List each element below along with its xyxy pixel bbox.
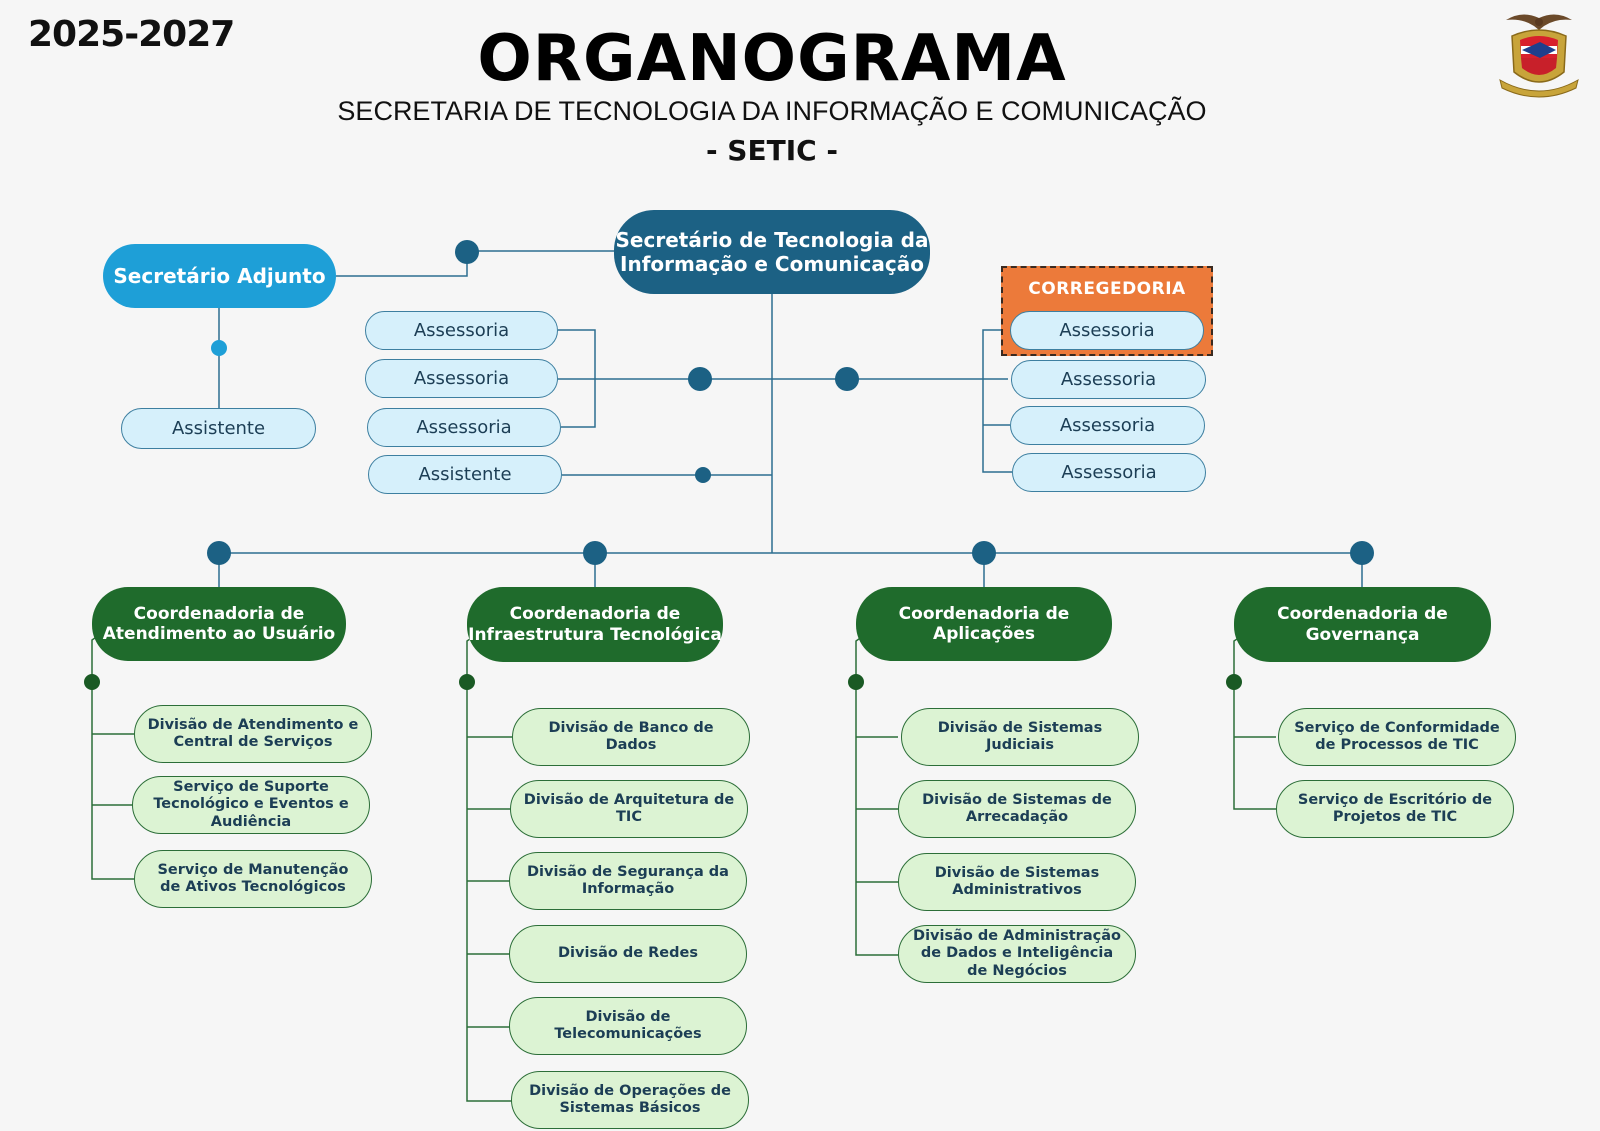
- assessoria-node: Assessoria: [1011, 360, 1206, 399]
- years-label: 2025-2027: [28, 14, 235, 55]
- assistente-node: Assistente: [368, 455, 562, 494]
- connector-dot: [688, 367, 712, 391]
- connector-dot: [1226, 674, 1242, 690]
- division-node: Serviço de Conformidade de Processos de …: [1278, 708, 1516, 766]
- coordenadoria-atendimento-node: Coordenadoria de Atendimento ao Usuário: [92, 587, 346, 661]
- assessoria-node: Assessoria: [367, 408, 561, 447]
- division-node: Divisão de Redes: [509, 925, 747, 983]
- connector-dot: [695, 467, 711, 483]
- division-node: Serviço de Escritório de Projetos de TIC: [1276, 780, 1514, 838]
- acronym: - SETIC -: [705, 134, 839, 167]
- division-node: Serviço de Manutenção de Ativos Tecnológ…: [134, 850, 372, 908]
- division-node: Divisão de Telecomunicações: [509, 997, 747, 1055]
- coat-of-arms-icon: [1499, 14, 1579, 98]
- assessoria-node: Assessoria: [365, 359, 558, 398]
- adjunto-assistente-node: Assistente: [121, 408, 316, 449]
- connector-dot: [972, 541, 996, 565]
- corregedoria-assessoria-node: Assessoria: [1010, 311, 1204, 350]
- division-node: Divisão de Atendimento e Central de Serv…: [134, 705, 372, 763]
- connector-dot: [848, 674, 864, 690]
- corregedoria-label: CORREGEDORIA: [1028, 279, 1186, 299]
- connector-dot: [211, 340, 227, 356]
- connector-dot: [835, 367, 859, 391]
- division-node: Divisão de Sistemas Judiciais: [901, 708, 1139, 766]
- assessoria-node: Assessoria: [1010, 406, 1205, 445]
- coordenadoria-aplicacoes-node: Coordenadoria de Aplicações: [856, 587, 1112, 661]
- division-node: Divisão de Segurança da Informação: [509, 852, 747, 910]
- secretario-node: Secretário de Tecnologia da Informação e…: [614, 210, 930, 294]
- division-node: Divisão de Banco de Dados: [512, 708, 750, 766]
- division-node: Divisão de Sistemas de Arrecadação: [898, 780, 1136, 838]
- connector-dot: [459, 674, 475, 690]
- connector-dot: [84, 674, 100, 690]
- connector-dot: [455, 240, 479, 264]
- connector-dot: [1350, 541, 1374, 565]
- division-node: Divisão de Administração de Dados e Inte…: [898, 925, 1136, 983]
- division-node: Divisão de Arquitetura de TIC: [510, 780, 748, 838]
- page-subtitle: SECRETARIA DE TECNOLOGIA DA INFORMAÇÃO E…: [337, 96, 1207, 126]
- connector-dot: [207, 541, 231, 565]
- division-node: Divisão de Sistemas Administrativos: [898, 853, 1136, 911]
- secretario-adjunto-node: Secretário Adjunto: [103, 244, 336, 308]
- page-title: ORGANOGRAMA: [477, 22, 1067, 96]
- connector-dot: [583, 541, 607, 565]
- coordenadoria-infraestrutura-node: Coordenadoria de Infraestrutura Tecnológ…: [467, 587, 723, 662]
- division-node: Divisão de Operações de Sistemas Básicos: [511, 1071, 749, 1129]
- assessoria-node: Assessoria: [1012, 453, 1206, 492]
- assessoria-node: Assessoria: [365, 311, 558, 350]
- coordenadoria-governanca-node: Coordenadoria de Governança: [1234, 587, 1491, 662]
- division-node: Serviço de Suporte Tecnológico e Eventos…: [132, 776, 370, 834]
